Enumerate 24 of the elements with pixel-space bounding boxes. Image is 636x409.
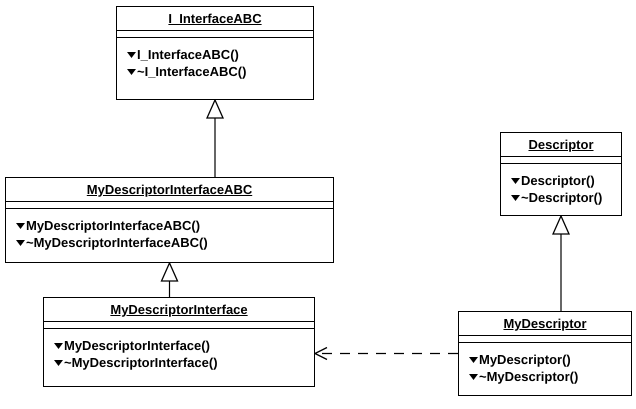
inheritance-arrow bbox=[552, 215, 570, 311]
method-name: ~MyDescriptorInterface() bbox=[64, 355, 218, 371]
class-box bbox=[458, 311, 632, 396]
method-name: ~MyDescriptor() bbox=[479, 369, 578, 385]
class-name: Descriptor bbox=[528, 138, 594, 151]
method-name: MyDescriptorInterface() bbox=[64, 338, 210, 354]
method-name: ~Descriptor() bbox=[521, 190, 602, 206]
method-name: MyDescriptorInterfaceABC() bbox=[26, 218, 200, 234]
method-name: Descriptor() bbox=[521, 173, 595, 189]
method-name: MyDescriptor() bbox=[479, 352, 571, 368]
class-name: MyDescriptorInterfaceABC bbox=[86, 183, 252, 196]
inheritance-arrow bbox=[206, 99, 224, 177]
class-box bbox=[43, 297, 315, 387]
class-name: MyDescriptor bbox=[503, 317, 587, 330]
class-box bbox=[116, 6, 314, 100]
class-name: MyDescriptorInterface bbox=[110, 303, 248, 316]
method-name: ~MyDescriptorInterfaceABC() bbox=[26, 235, 208, 251]
class-box bbox=[5, 177, 334, 263]
class-box bbox=[500, 132, 622, 216]
dependency-arrow bbox=[314, 346, 458, 360]
method-name: I_InterfaceABC() bbox=[137, 47, 239, 63]
method-name: ~I_InterfaceABC() bbox=[137, 64, 246, 80]
class-name: I_InterfaceABC bbox=[168, 12, 262, 25]
inheritance-arrow bbox=[160, 262, 178, 297]
